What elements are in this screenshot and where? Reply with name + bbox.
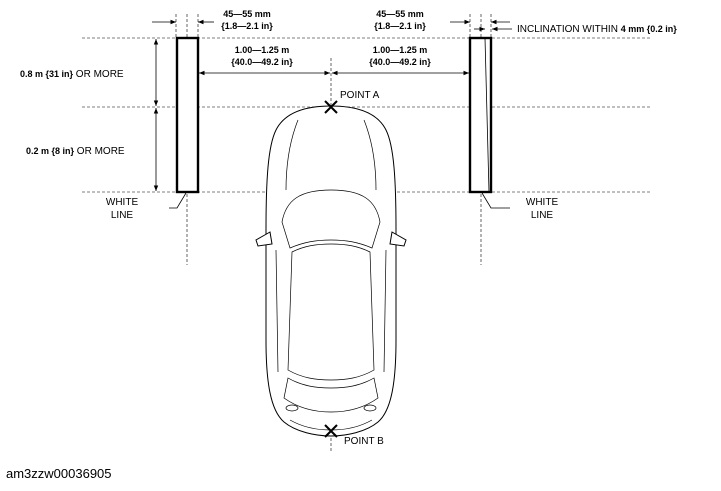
right-gap-width-inch-label: {1.8—2.1 in} [374,21,426,31]
rear-lamp-left [285,404,299,412]
upper-height-label: 0.8 m {31 in} OR MORE [20,69,124,80]
inclination-prefix: INCLINATION WITHIN [517,24,621,35]
car-side-line-left [275,249,279,373]
left-mirror [255,231,273,247]
left-board [175,36,200,194]
left-white-line-label-2: LINE [111,210,134,221]
left-gap-width-label: 45—55 mm [223,9,271,19]
car-body [265,105,397,437]
point-a-marker [324,100,338,114]
right-mirror [389,231,407,247]
right-gap-width-label: 45—55 mm [376,9,424,19]
upper-height-suffix: OR MORE [73,69,124,80]
right-distance-inch-label: {40.0—49.2 in} [369,57,431,67]
point-b-marker [324,424,338,438]
lower-height-suffix: OR MORE [74,146,125,157]
right-white-line-label-1: WHITE [526,197,559,208]
inclination-value: 4 mm {0.2 in} [621,24,678,34]
figure-id-caption: am3zzw00036905 [6,466,112,481]
rear-lamp-right [363,404,377,412]
lower-height-label: 0.2 m {8 in} OR MORE [26,146,125,157]
car-roof [287,243,375,381]
left-distance-inch-label: {40.0—49.2 in} [231,57,293,67]
point-b-label: POINT B [344,436,384,447]
lower-height-value: 0.2 m {8 in} [26,146,75,156]
right-white-line-leader [481,192,510,209]
car-windshield [281,189,381,249]
car-hood-left [285,119,299,191]
upper-height-value: 0.8 m {31 in} [20,69,74,79]
point-a-label: POINT A [340,90,380,101]
left-gap-width-inch-label: {1.8—2.1 in} [221,21,273,31]
left-white-line-label-1: WHITE [106,197,139,208]
car-rear-window [283,377,379,413]
car-side-line-right [383,249,387,373]
vehicle-top-view [255,105,407,437]
left-distance-label: 1.00—1.25 m [235,45,290,55]
alignment-diagram: 45—55 mm {1.8—2.1 in} 45—55 mm {1.8—2.1 … [20,9,677,452]
right-white-line-label-2: LINE [531,210,554,221]
right-distance-label: 1.00—1.25 m [373,45,428,55]
left-white-line-leader [169,192,187,209]
inclination-label: INCLINATION WITHIN 4 mm {0.2 in} [517,24,677,35]
right-board-inclination-line [484,37,490,193]
right-board [468,36,493,194]
car-hood-right [363,119,377,191]
